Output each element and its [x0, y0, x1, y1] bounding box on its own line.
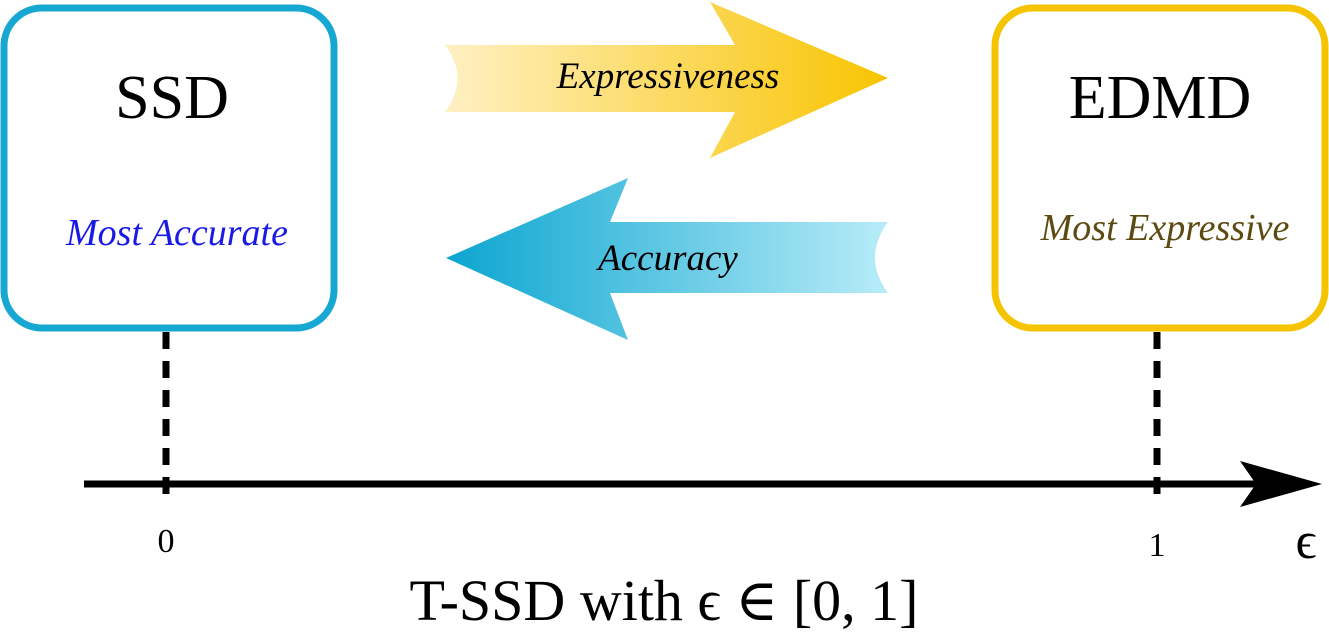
tick-label-1: 1 — [1149, 527, 1166, 564]
accuracy-arrow — [446, 178, 888, 340]
epsilon-variable-label: ϵ — [1295, 513, 1316, 570]
expressiveness-label: Expressiveness — [556, 56, 780, 97]
expressiveness-arrow — [445, 2, 888, 158]
axis-caption: T-SSD with ϵ ∈ [0, 1] — [410, 568, 919, 633]
ssd-box — [0, 4, 338, 332]
ssd-title: SSD — [115, 64, 229, 132]
tick-label-0: 0 — [158, 523, 175, 560]
ssd-subtitle: Most Accurate — [65, 212, 288, 254]
edmd-subtitle: Most Expressive — [1040, 207, 1290, 249]
epsilon-axis-arrowhead — [1240, 461, 1322, 507]
accuracy-label: Accuracy — [595, 238, 738, 279]
edmd-title: EDMD — [1069, 64, 1252, 132]
edmd-box — [991, 4, 1329, 332]
